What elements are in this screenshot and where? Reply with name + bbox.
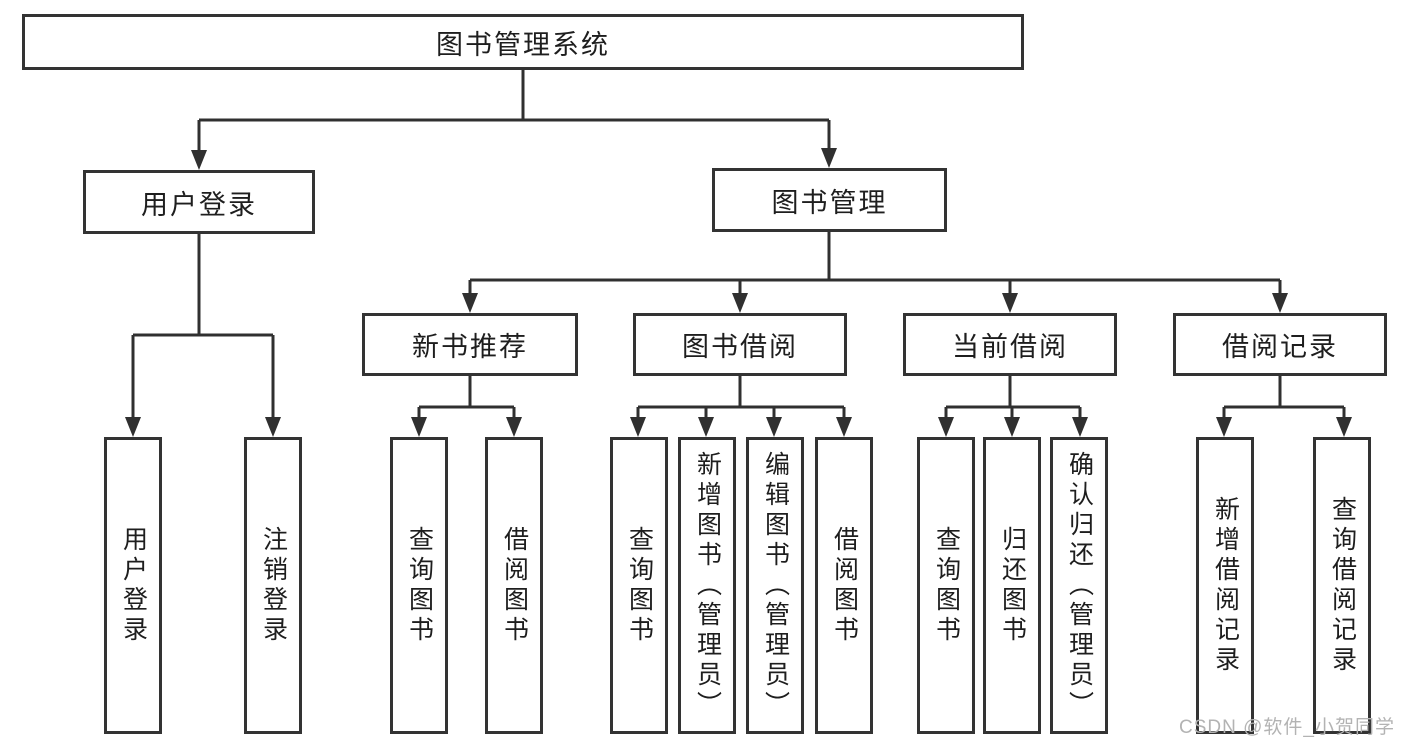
leaf-borrow-book: 借阅图书 [815,437,873,734]
leaf-return-book: 归还图书 [983,437,1041,734]
leaf-query-book-current-label: 查询图书 [932,525,961,646]
leaf-user-login: 用户登录 [104,437,162,734]
leaf-confirm-return-admin-label: 确认归还（管理员） [1065,450,1094,721]
node-book-borrow: 图书借阅 [633,313,847,376]
leaf-query-book-recommend: 查询图书 [390,437,448,734]
node-new-book-recommend-label: 新书推荐 [412,332,528,362]
leaf-return-book-label: 归还图书 [998,525,1027,646]
node-book-management-label: 图书管理 [771,187,888,218]
node-root-label: 图书管理系统 [436,29,610,60]
leaf-query-book-current: 查询图书 [917,437,975,734]
node-borrow-records-label: 借阅记录 [1222,332,1338,362]
leaf-borrow-book-recommend-label: 借阅图书 [500,525,529,646]
node-current-borrow-label: 当前借阅 [952,332,1068,362]
node-borrow-records: 借阅记录 [1173,313,1387,376]
node-book-borrow-label: 图书借阅 [682,332,798,362]
leaf-user-login-label: 用户登录 [119,525,148,646]
leaf-add-book-admin-label: 新增图书（管理员） [693,450,722,721]
leaf-add-borrow-record: 新增借阅记录 [1196,437,1254,734]
leaf-query-borrow-record: 查询借阅记录 [1313,437,1371,734]
leaf-confirm-return-admin: 确认归还（管理员） [1050,437,1108,734]
node-new-book-recommend: 新书推荐 [362,313,578,376]
node-current-borrow: 当前借阅 [903,313,1117,376]
leaf-add-book-admin: 新增图书（管理员） [678,437,736,734]
node-book-management: 图书管理 [712,168,947,232]
leaf-borrow-book-recommend: 借阅图书 [485,437,543,734]
leaf-edit-book-admin: 编辑图书（管理员） [746,437,804,734]
leaf-query-book-recommend-label: 查询图书 [405,525,434,646]
leaf-add-borrow-record-label: 新增借阅记录 [1211,495,1240,676]
leaf-query-borrow-record-label: 查询借阅记录 [1328,495,1357,676]
arrowheads [125,148,1352,437]
node-root: 图书管理系统 [22,14,1024,70]
leaf-borrow-book-label: 借阅图书 [830,525,859,646]
leaf-query-book-borrow: 查询图书 [610,437,668,734]
node-user-login-label: 用户登录 [141,189,257,220]
node-user-login: 用户登录 [83,170,315,234]
leaf-edit-book-admin-label: 编辑图书（管理员） [761,450,790,721]
leaf-logout-label: 注销登录 [259,525,288,646]
leaf-logout: 注销登录 [244,437,302,734]
leaf-query-book-borrow-label: 查询图书 [625,525,654,646]
